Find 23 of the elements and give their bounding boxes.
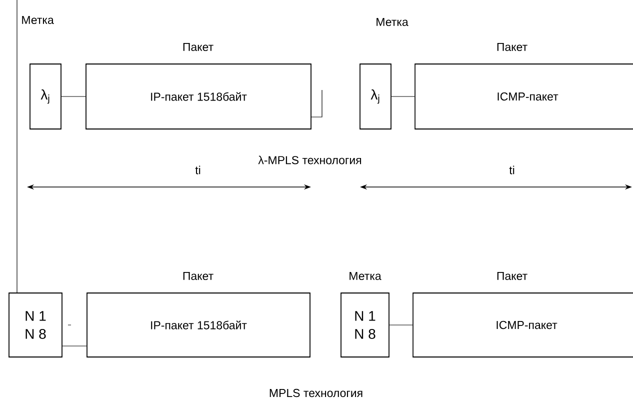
connector-line (391, 96, 415, 97)
connector-line (389, 324, 413, 326)
heading: Метка (22, 16, 54, 24)
label-box: N 1 N 8 (340, 292, 390, 358)
label-box: λ$_{j}$ (30, 64, 62, 130)
heading: Метка (350, 272, 382, 280)
heading: Пакет (497, 272, 528, 280)
packet-box: IP-пакет 1518байт (86, 64, 312, 130)
label-box: λ$_{j}$ (360, 64, 392, 130)
heading: Пакет (183, 272, 214, 280)
caption: MPLS технология (270, 388, 362, 398)
packet-box: IP-пакет 1518байт (86, 292, 310, 358)
connector-line (61, 96, 86, 97)
dimension-label: ti (509, 166, 514, 174)
packet-box: ICMP-пакет (414, 64, 633, 130)
heading: Пакет (497, 43, 528, 51)
heading: Метка (376, 18, 408, 26)
dimension-label: ti (195, 166, 200, 174)
caption: λ-MPLS технология (258, 156, 362, 164)
connector-line (16, 0, 18, 293)
label-box: N 1 N 8 (8, 292, 62, 358)
packet-box: ICMP-пакет (412, 292, 633, 358)
heading: Пакет (183, 43, 214, 51)
